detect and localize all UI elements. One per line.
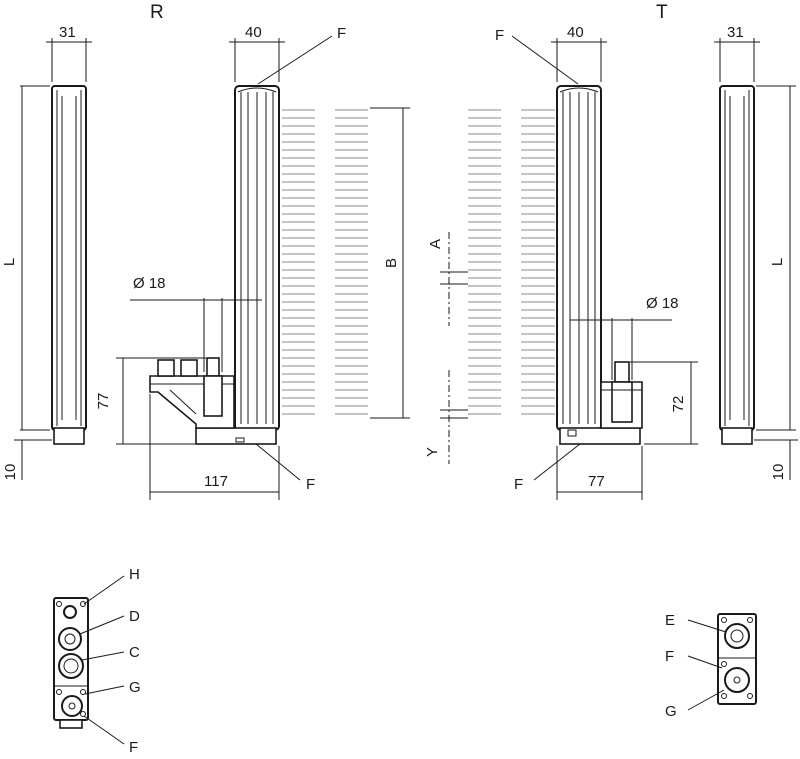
transmitter-column [556,85,641,445]
transmitter-diameter-dimension: Ø 18 [570,295,679,380]
callout-f-bottom-receiver: F [306,476,315,493]
callout-f-bottom-left: F [129,739,138,756]
light-beams-transmitter-side [468,109,555,415]
beam-range-dimension: B [370,107,410,419]
transmitter-height-dimension: 72 [630,361,698,445]
transmitter-bottom-view [717,613,757,705]
callout-c: C [129,644,140,661]
receiver-height-dimension: 77 [95,357,206,445]
receiver-width-dimension: 40 [229,24,285,82]
beam-pitch-value: A [427,239,444,249]
left-side-profile [51,85,87,445]
receiver-diameter-value: Ø 18 [133,275,166,292]
receiver-bottom-view [53,597,89,729]
beam-range-value: B [383,258,400,268]
callout-f-top-transmitter: F [495,27,504,44]
transmitter-callouts: F F [495,27,581,493]
callout-e: E [665,612,675,629]
right-width-value: 31 [727,24,744,41]
receiver-view-label: R [150,2,164,23]
callout-f-bottom-right: F [665,648,674,665]
transmitter-connector-housing [600,361,643,429]
receiver-width-value: 40 [245,24,262,41]
beam-offset-value: Y [424,447,441,457]
receiver-callouts: F F [255,25,346,493]
transmitter-bottom-callouts: E F G [665,612,727,720]
right-length-dimension: L 10 [754,85,798,481]
beam-offset-dimension: Y [424,370,468,464]
right-width-dimension: 31 [714,24,760,82]
left-length-dimension: L 10 [1,85,52,481]
left-width-value: 31 [59,24,76,41]
callout-h: H [129,566,140,583]
transmitter-height-value: 72 [670,396,687,413]
transmitter-diameter-value: Ø 18 [646,295,679,312]
callout-d: D [129,608,140,625]
left-width-dimension: 31 [46,24,92,82]
left-offset-value: 10 [2,464,19,481]
receiver-diameter-dimension: Ø 18 [130,275,262,372]
callout-f-bottom-transmitter: F [514,476,523,493]
callout-g-left: G [129,679,141,696]
transmitter-width-dimension: 40 [551,24,607,82]
transmitter-width-value: 40 [567,24,584,41]
light-beams-receiver-side [282,109,368,415]
right-offset-value: 10 [770,464,787,481]
receiver-height-value: 77 [95,393,112,410]
receiver-column [195,85,280,445]
transmitter-depth-dimension: 77 [556,446,643,500]
callout-f-top-receiver: F [337,25,346,42]
transmitter-view-label: T [656,2,668,23]
right-side-profile [719,85,755,445]
receiver-bottom-callouts: H D C G F [79,566,141,756]
left-length-value: L [1,258,18,266]
transmitter-depth-value: 77 [588,473,605,490]
callout-g-right: G [665,703,677,720]
right-length-value: L [769,258,786,266]
receiver-depth-value: 117 [204,473,228,490]
beam-pitch-dimension: A [427,232,468,326]
receiver-connector-housing [149,357,235,429]
receiver-depth-dimension: 117 [149,394,280,500]
